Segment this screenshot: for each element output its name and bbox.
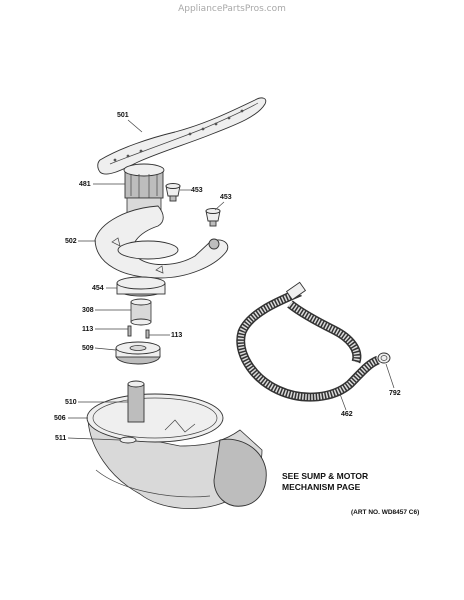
- callout-481: 481: [79, 181, 91, 188]
- bearing-509: [115, 341, 161, 365]
- ring-454: [116, 276, 166, 297]
- plate-502: [94, 205, 229, 279]
- callout-462: 462: [341, 411, 353, 418]
- callout-453-upper: 453: [191, 187, 203, 194]
- callout-453-lower: 453: [220, 194, 232, 201]
- hose-clamp-792: [377, 352, 391, 364]
- art-number: (ART NO. WD8457 C6): [351, 509, 420, 516]
- callout-510: 510: [65, 399, 77, 406]
- reference-note: SEE SUMP & MOTOR MECHANISM PAGE: [282, 471, 368, 493]
- drain-hose-462: [236, 281, 380, 402]
- spray-arm-501: [97, 97, 267, 175]
- tube-308: [130, 298, 152, 326]
- callout-792: 792: [389, 390, 401, 397]
- callout-501: 501: [117, 112, 129, 119]
- callout-308: 308: [82, 307, 94, 314]
- reference-note-line-2: MECHANISM PAGE: [282, 482, 361, 492]
- leader-lines: [67, 119, 395, 441]
- cap-453-upper: [165, 183, 181, 202]
- callout-454: 454: [92, 285, 104, 292]
- watermark: AppliancePartsPros.com: [178, 4, 286, 14]
- callout-113-right: 113: [171, 332, 183, 339]
- cap-453-lower: [205, 208, 221, 227]
- callout-502: 502: [65, 238, 77, 245]
- callout-113-left: 113: [82, 326, 94, 333]
- reference-note-line-1: SEE SUMP & MOTOR: [282, 471, 369, 481]
- callout-509: 509: [82, 345, 94, 352]
- screws-113: [127, 325, 150, 339]
- callout-511: 511: [55, 435, 67, 442]
- callout-506: 506: [54, 415, 66, 422]
- sump-assembly: [86, 380, 267, 509]
